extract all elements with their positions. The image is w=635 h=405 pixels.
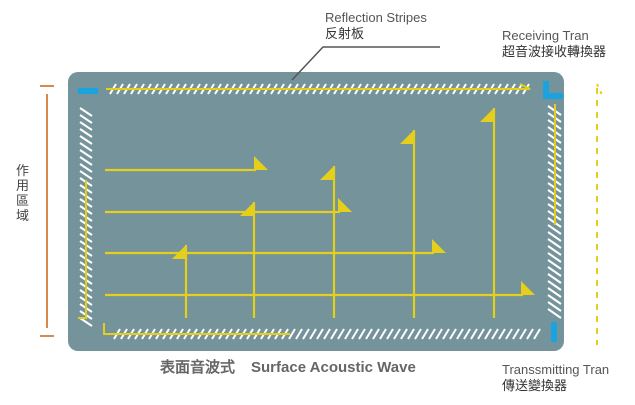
stripe [79, 135, 93, 145]
diagram-title: 表面音波式 Surface Acoustic Wave [160, 360, 416, 376]
stripe [470, 328, 478, 340]
stripe [379, 328, 387, 340]
vertical-wave-arrowhead [320, 166, 334, 180]
vertical-wave-arrowhead [240, 202, 254, 216]
stripe [442, 328, 450, 340]
stripe [519, 328, 527, 340]
transducer-bottom-right [551, 322, 557, 342]
transmitting-label-zh: 傳送變換器 [502, 378, 568, 393]
horizontal-wave-arrowhead [521, 281, 535, 295]
stripe [372, 328, 380, 340]
stripe [365, 328, 373, 340]
stripe [421, 328, 429, 340]
stripe [533, 328, 541, 340]
stripe [449, 328, 457, 340]
stripe [400, 328, 408, 340]
stripe [547, 301, 562, 312]
stripe [79, 317, 93, 327]
stripe [309, 328, 317, 340]
stripe [547, 231, 562, 242]
horizontal-wave-arrowhead [254, 156, 268, 170]
receiving-label-en: Receiving Tran [502, 28, 589, 43]
vertical-wave-arrowhead [400, 130, 414, 144]
stripe [79, 107, 93, 117]
stripe [547, 266, 562, 277]
transmitting-label-en: Transsmitting Tran [502, 362, 610, 377]
edge-wave-bottom [103, 323, 290, 335]
title-en: Surface Acoustic Wave [251, 359, 416, 376]
stripe [547, 259, 562, 270]
stripe [302, 328, 310, 340]
stripe [79, 149, 93, 159]
stripe [491, 328, 499, 340]
stripe [477, 328, 485, 340]
stripe [463, 328, 471, 340]
stripe [337, 328, 345, 340]
transducer-top-left [78, 88, 98, 94]
vertical-wave-arrowhead [172, 245, 186, 259]
stripe [79, 114, 93, 124]
stripe [547, 238, 562, 249]
stripe [547, 287, 562, 298]
stripe [79, 170, 93, 180]
stripe [288, 328, 296, 340]
edge-wave-top-head [519, 83, 531, 90]
stripe [79, 163, 93, 173]
stripe [358, 328, 366, 340]
stripe [414, 328, 422, 340]
stripe [547, 224, 562, 235]
stripe [323, 328, 331, 340]
reflection-leader-line [291, 46, 440, 81]
title-zh: 表面音波式 [160, 359, 236, 376]
stripe [435, 328, 443, 340]
stripe [393, 328, 401, 340]
stripe [456, 328, 464, 340]
reflection-label-zh: 反射板 [325, 26, 365, 41]
vertical-wave-arrowhead [480, 108, 494, 122]
stripe [484, 328, 492, 340]
stripe [344, 328, 352, 340]
stripe [512, 328, 520, 340]
stripe [505, 328, 513, 340]
stripe [428, 328, 436, 340]
stripe [498, 328, 506, 340]
stripe [526, 328, 534, 340]
receiving-transducer-label: Receiving Tran 超音波接收轉換器 [502, 28, 606, 60]
stripe [547, 273, 562, 284]
stripe [79, 142, 93, 152]
stripe [407, 328, 415, 340]
stripe [547, 294, 562, 305]
horizontal-wave-arrowhead [432, 239, 446, 253]
stripe [295, 328, 303, 340]
edge-wave-left [78, 180, 87, 319]
stripe [330, 328, 338, 340]
stripe [547, 280, 562, 291]
stripe [547, 245, 562, 256]
reflection-stripes-label: Reflection Stripes 反射板 [325, 10, 427, 42]
transmitting-transducer-label: Transsmitting Tran 傳送變換器 [502, 362, 609, 394]
transmit-path-head [596, 83, 604, 98]
stripe [79, 156, 93, 166]
receiving-label-zh: 超音波接收轉換器 [502, 44, 607, 59]
active-area-label: 作用區域 [16, 163, 30, 223]
transducer-top-right [543, 81, 563, 99]
reflection-label-en: Reflection Stripes [325, 10, 427, 25]
stripe [79, 121, 93, 131]
stripe [547, 308, 562, 319]
stripe [316, 328, 324, 340]
horizontal-wave-arrowhead [338, 198, 352, 212]
stripe [547, 252, 562, 263]
wave-paths [105, 108, 535, 318]
stripe [351, 328, 359, 340]
stripe [386, 328, 394, 340]
stripe [79, 128, 93, 138]
